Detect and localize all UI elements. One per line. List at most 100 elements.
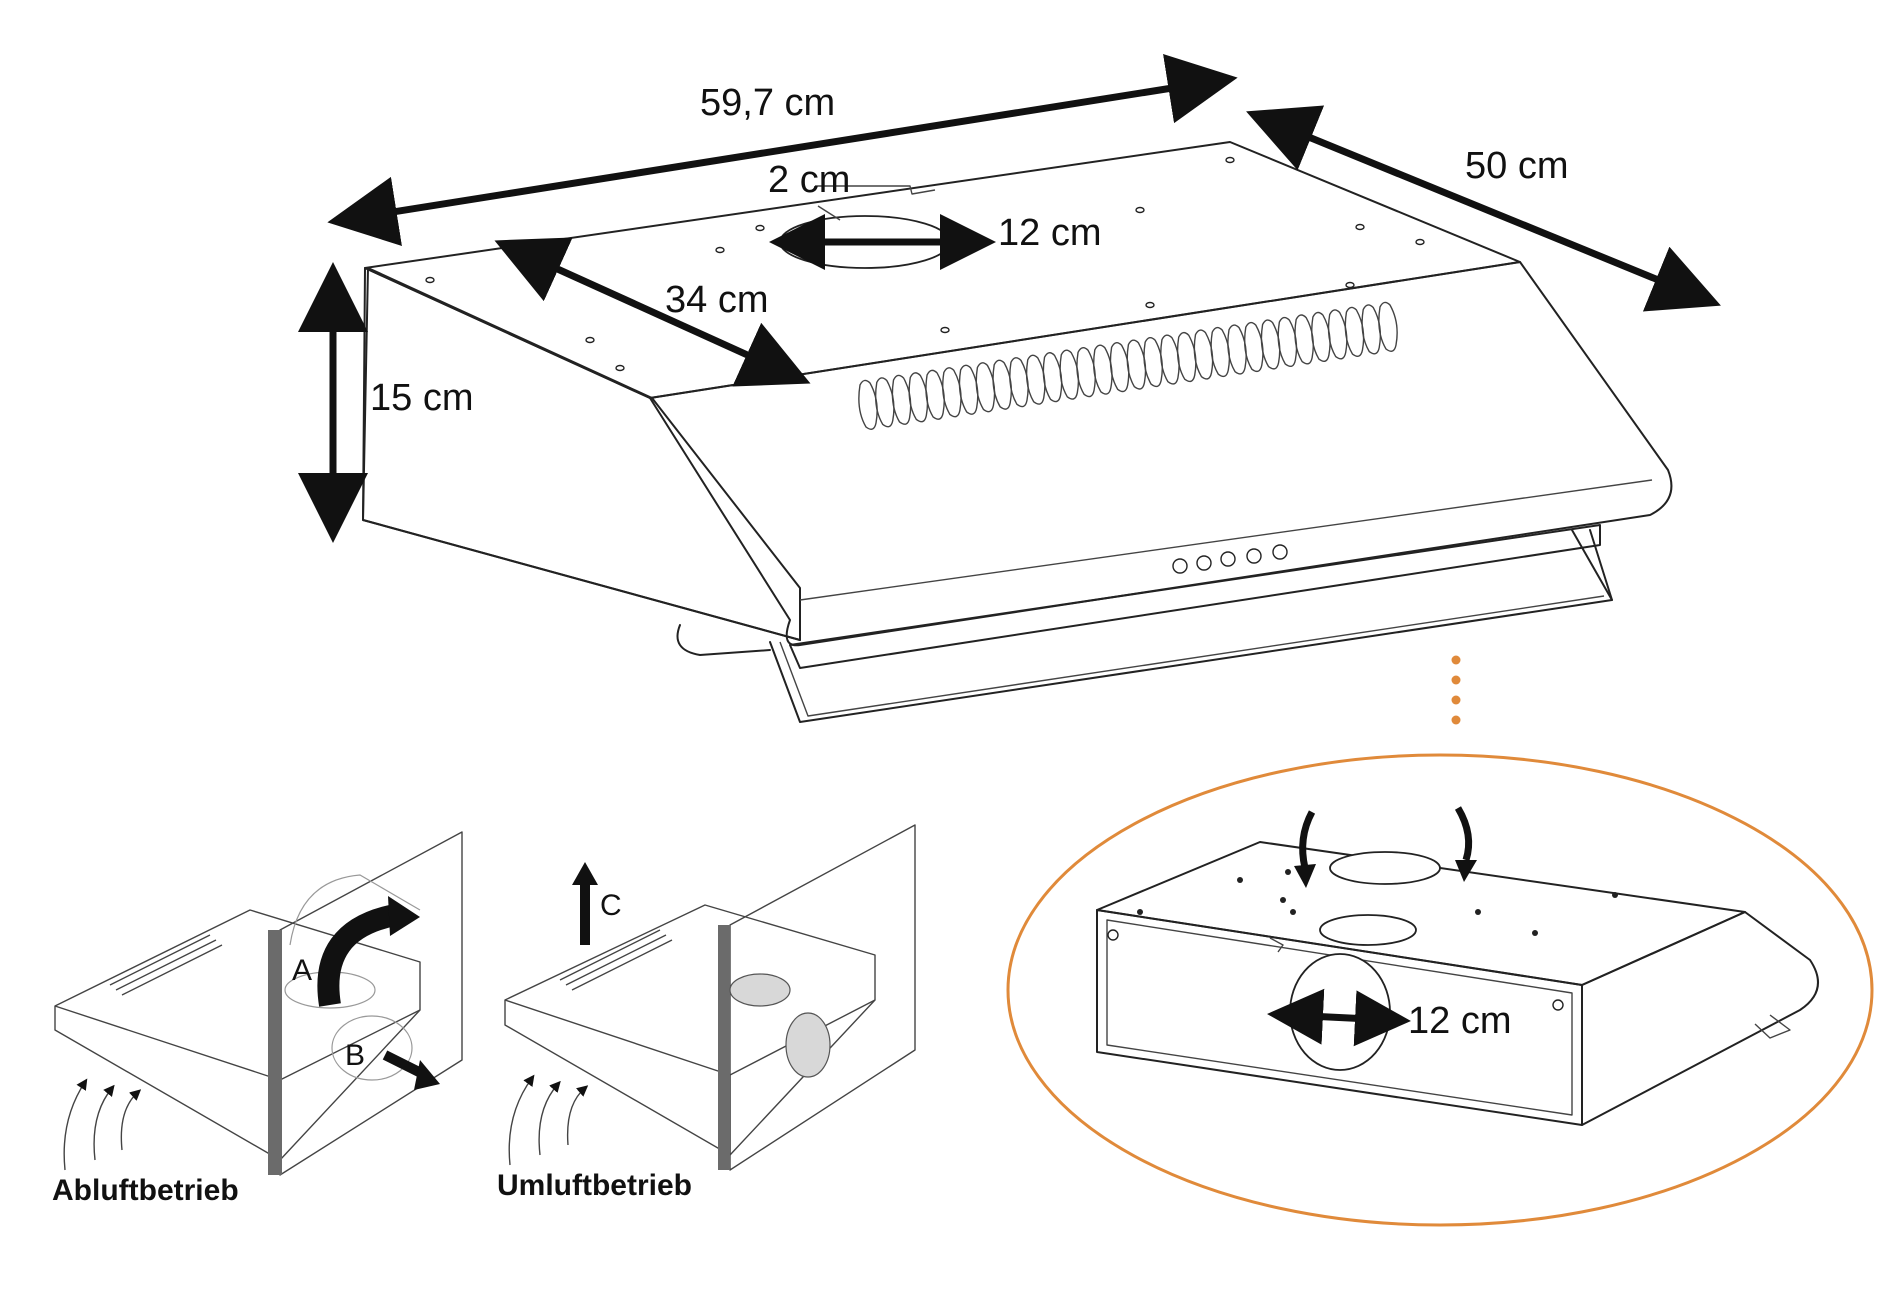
- offset-label: 2 cm: [768, 159, 850, 201]
- vent-slot: [1193, 329, 1214, 380]
- hood-front-visor: [649, 261, 1673, 647]
- vent-slot: [1042, 352, 1063, 403]
- hood-extension: [769, 529, 1613, 723]
- vent-slot: [1311, 311, 1331, 363]
- vent-slot: [1076, 347, 1096, 398]
- recirc-filter-side: [785, 1012, 831, 1078]
- knob-1: [1172, 558, 1188, 574]
- leader-dot-3: [1451, 695, 1461, 705]
- vent-slot: [925, 369, 945, 420]
- vent-slot: [1378, 301, 1398, 352]
- exhaust-airflow-arrows: [63, 1078, 142, 1171]
- depth-label: 50 cm: [1465, 145, 1568, 187]
- detail-view: 12 cm: [1006, 655, 1874, 1227]
- detail-back-outlet: [1289, 953, 1391, 1071]
- outlet-diameter-label: 12 cm: [998, 212, 1101, 254]
- hood-extension-inner: [779, 595, 1605, 717]
- vent-slot: [1059, 349, 1080, 400]
- exhaust-duct-rear: [331, 1015, 413, 1081]
- inner-depth-arrow: [494, 237, 811, 387]
- knob-3: [1220, 551, 1236, 567]
- vent-slot: [908, 372, 929, 423]
- top-screw-holes: [425, 156, 1425, 376]
- vent-slot: [1093, 344, 1113, 395]
- detail-air-arrow-left: [1299, 810, 1316, 869]
- vent-slot: [1025, 354, 1046, 405]
- leader-dot-4: [1451, 715, 1461, 725]
- exhaust-mode-figure: A B Abluftbetrieb: [52, 831, 463, 1207]
- vent-slot: [1176, 331, 1197, 383]
- inner-depth-label: 34 cm: [665, 279, 768, 321]
- detail-top-hole-inner: [1319, 914, 1417, 946]
- hood-right-edge: [1571, 529, 1613, 601]
- leader-dot-1: [1451, 655, 1461, 665]
- vent-slot: [874, 377, 895, 428]
- recirc-wall-edge: [718, 925, 730, 1170]
- vent-slot: [1126, 339, 1147, 390]
- vent-slot: [858, 379, 878, 430]
- vent-slot: [1210, 326, 1231, 378]
- exhaust-marker-b: B: [345, 1039, 365, 1072]
- hood-vent-grille: [858, 301, 1398, 430]
- exhaust-wall-back: [279, 831, 463, 1176]
- exhaust-caption: Abluftbetrieb: [52, 1174, 239, 1207]
- vent-slot: [1361, 304, 1382, 355]
- recirc-caption: Umluftbetrieb: [497, 1169, 692, 1202]
- knob-2: [1196, 555, 1212, 571]
- vent-slot: [1260, 319, 1281, 370]
- recirc-marker-c: C: [600, 889, 622, 922]
- recirculation-mode-figure: C Umluftbetrieb: [497, 824, 916, 1202]
- detail-outlet-arrow: [1267, 988, 1411, 1047]
- leader-dot-2: [1451, 675, 1461, 685]
- vent-slot: [1009, 357, 1029, 408]
- width-label: 59,7 cm: [700, 82, 835, 124]
- detail-leader-dots: [1451, 655, 1461, 725]
- exhaust-arrow-a: [317, 904, 398, 1007]
- detail-keyhole-left: [1107, 929, 1119, 941]
- vent-slot: [958, 364, 979, 415]
- vent-slot: [1109, 342, 1130, 393]
- vent-slot: [1344, 306, 1365, 357]
- vent-slot: [1294, 314, 1314, 365]
- height-label: 15 cm: [370, 377, 473, 419]
- vent-slot: [975, 362, 996, 413]
- exhaust-hood-body: [54, 909, 421, 1161]
- hood-left-edge: [362, 267, 801, 641]
- vent-slot: [1143, 336, 1163, 388]
- hood-visor-lip: [799, 479, 1653, 601]
- exhaust-hood-vents: [109, 934, 223, 996]
- control-knobs: [1172, 544, 1288, 574]
- exhaust-marker-a: A: [292, 954, 312, 987]
- knob-4: [1246, 548, 1262, 564]
- vent-slot: [1227, 324, 1247, 375]
- detail-hood-front: [1581, 911, 1819, 1126]
- vent-slot: [942, 367, 962, 418]
- exhaust-wall-edge: [268, 930, 282, 1175]
- vent-slot: [1327, 309, 1348, 360]
- vent-slot: [992, 359, 1013, 410]
- detail-top-hole-outer: [1329, 851, 1441, 885]
- hood-left-side: [362, 267, 801, 641]
- recirc-filter-top: [729, 973, 791, 1007]
- knob-5: [1272, 544, 1288, 560]
- detail-highlight-ellipse: [1006, 753, 1874, 1227]
- detail-air-arrow-right: [1454, 806, 1473, 862]
- vent-slot: [1243, 321, 1264, 373]
- vent-slot: [891, 374, 912, 425]
- hood-underside-bulge: [676, 624, 771, 656]
- hood-bottom-strip: [789, 524, 1601, 669]
- hood-top-plate: [364, 141, 1521, 399]
- detail-flap: [1269, 937, 1284, 953]
- recirc-airflow-arrows: [508, 1074, 589, 1166]
- depth-arrow: [1246, 105, 1721, 312]
- dimension-arrows: [298, 54, 1721, 543]
- recirc-hood-vents: [559, 929, 673, 991]
- width-arrow: [327, 54, 1238, 246]
- detail-keyhole-right: [1552, 999, 1564, 1011]
- vent-slot: [1160, 334, 1180, 385]
- vent-slot: [1277, 316, 1298, 368]
- detail-screw-holes: [1137, 869, 1618, 936]
- detail-outlet-label: 12 cm: [1408, 1000, 1511, 1042]
